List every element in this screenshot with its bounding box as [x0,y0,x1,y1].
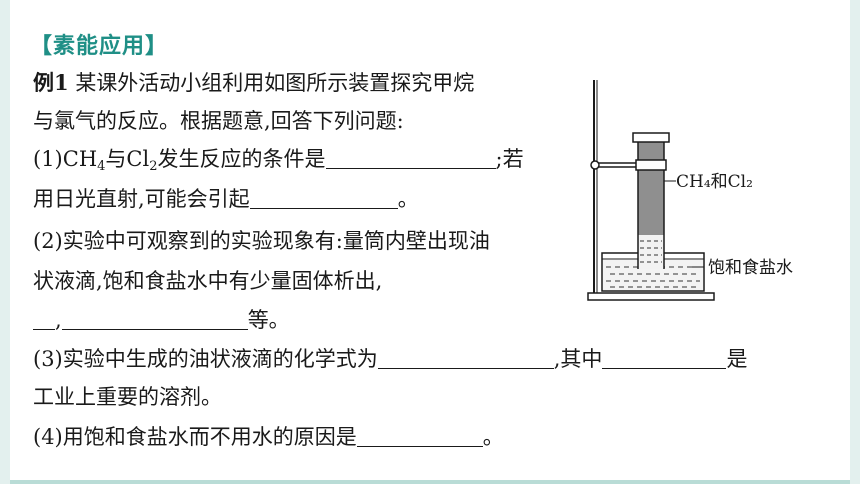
q1-mid: 与Cl [105,147,150,171]
example-line-1: 例1 某课外活动小组利用如图所示装置探究甲烷 [33,68,474,98]
question-3-line-1: (3)实验中生成的油状液滴的化学式为 ,其中 是 [33,344,747,374]
gas-label: CH₄和Cl₂ [676,172,753,192]
answer-blank-2a[interactable] [33,307,55,330]
answer-blank-1a[interactable] [325,146,496,169]
q1-sub-4: 4 [97,159,106,174]
question-2-line-1: (2)实验中可观察到的实验现象有:量筒内壁出现油 [33,226,490,256]
experiment-apparatus-figure: CH₄和Cl₂ 饱和食盐水 [587,80,793,301]
question-2-line-3: , 等。 [33,305,290,335]
q4-line-1: (4)用饱和食盐水而不用水的原因是 [33,425,357,449]
right-stripe [850,0,860,484]
q1-rest: 发生反应的条件是 [157,147,326,171]
q1-line-2: 用日光直射,可能会引起 [33,187,250,211]
question-4-line-1: (4)用饱和食盐水而不用水的原因是 。 [33,422,504,452]
liquid-label: 饱和食盐水 [708,258,793,278]
question-1-line-2: 用日光直射,可能会引起 。 [33,184,419,214]
left-stripe [0,0,10,484]
answer-blank-4[interactable] [356,424,483,447]
answer-blank-3a[interactable] [377,346,554,369]
q2-line-1: (2)实验中可观察到的实验现象有:量筒内壁出现油 [33,229,490,253]
q1-sub-2: 2 [149,159,158,174]
q3-line-2: 工业上重要的溶剂。 [33,385,222,409]
q3-mid: ,其中 [553,347,603,371]
answer-blank-3b[interactable] [602,346,727,369]
answer-blank-1b[interactable] [249,186,398,209]
example-intro-2: 与氯气的反应。根据题意,回答下列问题: [33,109,404,133]
iron-stand [587,80,715,301]
q1-end: 。 [397,187,419,211]
q3-line-1: (3)实验中生成的油状液滴的化学式为 [33,347,378,371]
q3-end: 是 [726,347,748,371]
q2-line-2: 状液滴,饱和食盐水中有少量固体析出, [33,269,383,293]
q1-prefix: (1)CH [33,147,98,171]
q1-after: ;若 [495,147,524,171]
example-intro: 某课外活动小组利用如图所示装置探究甲烷 [75,71,475,95]
q4-end: 。 [482,425,504,449]
answer-blank-2b[interactable] [61,307,248,330]
graduated-cylinder [632,132,670,269]
example-label: 例1 [33,70,69,95]
question-1-line-1: (1)CH4与Cl2发生反应的条件是 ;若 [33,144,524,174]
q2-comma: , [55,308,62,332]
section-heading: 【素能应用】 [30,34,169,59]
q2-end: 等。 [247,308,290,332]
question-3-line-2: 工业上重要的溶剂。 [33,382,222,412]
question-2-line-2: 状液滴,饱和食盐水中有少量固体析出, [33,266,382,296]
example-line-2: 与氯气的反应。根据题意,回答下列问题: [33,106,404,136]
bottom-rule [10,480,850,484]
